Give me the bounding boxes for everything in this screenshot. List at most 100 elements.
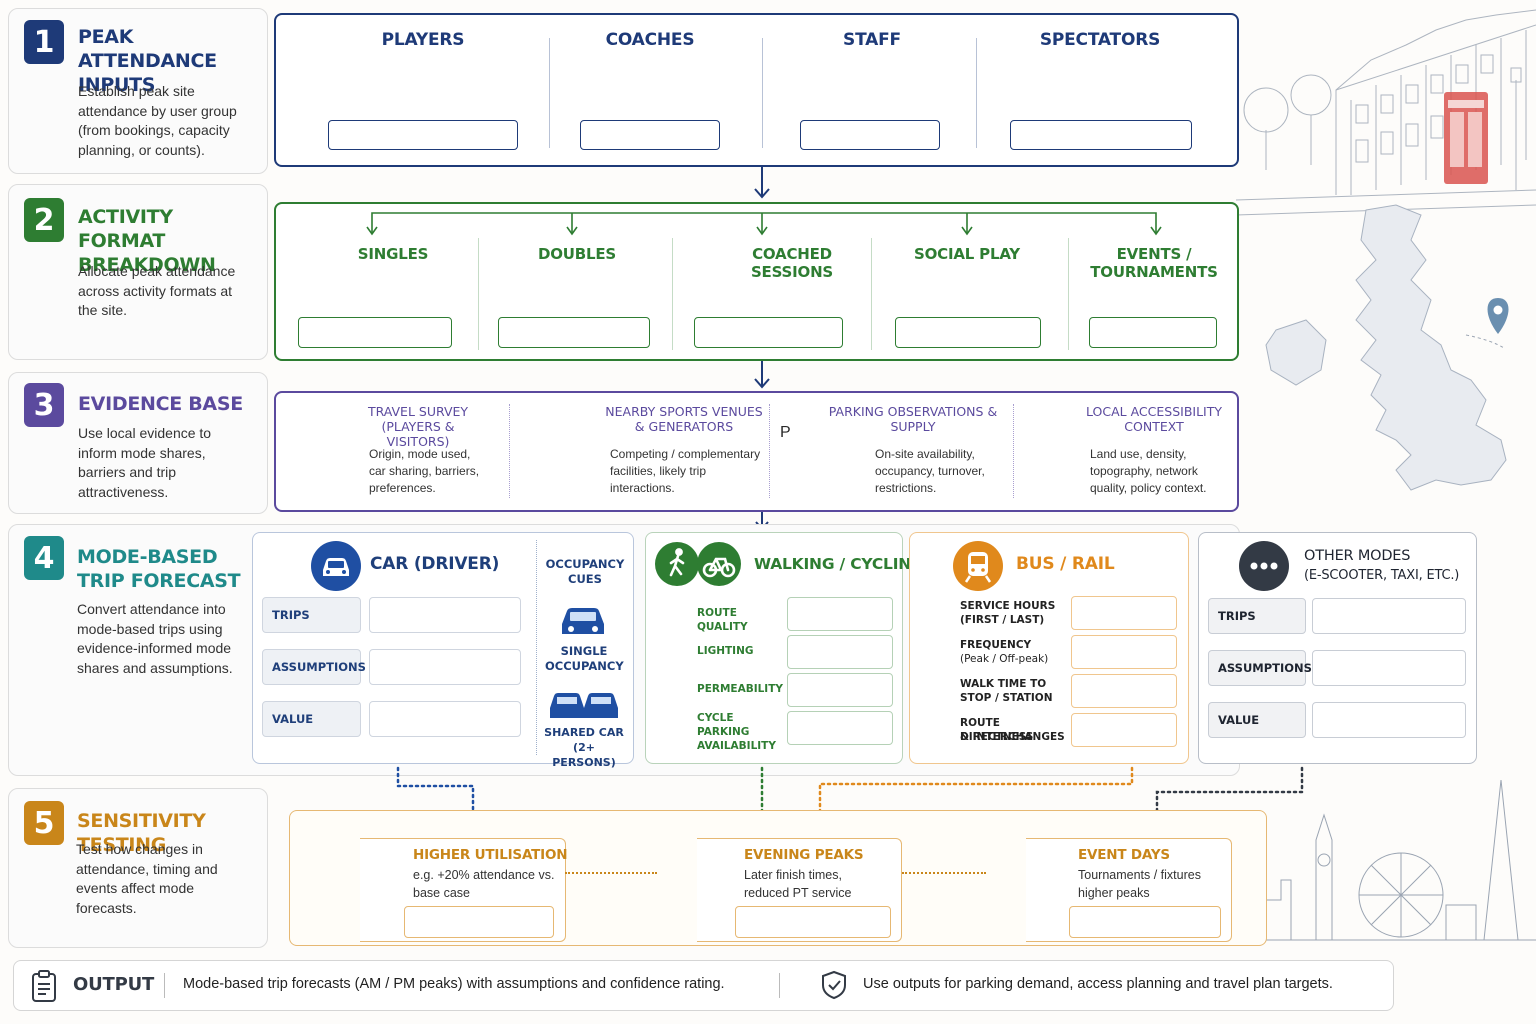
group-label-coaches: COACHES [605, 30, 695, 50]
sensitivity-title-1: EVENING PEAKS [744, 847, 864, 863]
format-label-0: SINGLES [357, 245, 429, 263]
bus-input-2[interactable] [1071, 674, 1177, 708]
flow-arrow [754, 166, 770, 199]
evidence-desc-2: On-site availability, occupancy, turnove… [875, 447, 985, 495]
flow-arrow [754, 361, 770, 389]
other-row-label-0: TRIPS [1208, 598, 1306, 634]
section2-title: ACTIVITY FORMAT BREAKDOWN [78, 206, 216, 276]
bus-input-1[interactable] [1071, 635, 1177, 669]
format-input-3[interactable] [895, 317, 1041, 348]
section4-number: 4 [24, 536, 64, 580]
evidence-title-1: NEARBY SPORTS VENUES & GENERATORS [605, 404, 763, 434]
format-label-3: SOCIAL PLAY [914, 245, 1020, 263]
car-input-0[interactable] [369, 597, 521, 633]
single-occupancy-label: SINGLE OCCUPANCY [545, 644, 624, 673]
group-label-staff: STAFF [843, 30, 901, 50]
group-label-players: PLAYERS [381, 30, 465, 50]
sensitivity-title-2: EVENT DAYS [1078, 847, 1170, 863]
sensitivity-desc-1: Later finish times, reduced PT service [744, 868, 852, 900]
format-input-2[interactable] [694, 317, 843, 348]
section3-desc: Use local evidence to inform mode shares… [78, 425, 212, 500]
output-bar [13, 960, 1394, 1011]
car-input-1[interactable] [369, 649, 521, 685]
evidence-title-3: LOCAL ACCESSIBILITY CONTEXT [1086, 404, 1222, 434]
attendance-input-staff[interactable] [800, 120, 940, 150]
walk-row-label-0: ROUTE QUALITY [697, 607, 748, 633]
section3-number: 3 [24, 383, 64, 427]
output-use-text: Use outputs for parking demand, access p… [863, 976, 1333, 992]
format-input-0[interactable] [298, 317, 452, 348]
section1-desc: Establish peak site attendance by user g… [78, 83, 237, 158]
walk-row-label-3: CYCLE PARKING AVAILABILITY [697, 712, 776, 752]
format-label-1: DOUBLES [537, 245, 617, 263]
output-label: OUTPUT [73, 974, 155, 995]
walk-input-2[interactable] [787, 673, 893, 707]
section3-title: EVIDENCE BASE [78, 393, 243, 415]
walk-cycle-icon [655, 542, 741, 586]
other-modes-sub: (E-SCOOTER, TAXI, ETC.) [1304, 568, 1460, 583]
section5-title: SENSITIVITY TESTING [77, 810, 206, 856]
train-icon [953, 541, 1003, 591]
section1-title: PEAK ATTENDANCE INPUTS [78, 26, 217, 96]
car-row-label-2: VALUE [262, 701, 361, 737]
car-row-label-0: TRIPS [262, 597, 361, 633]
bus-row-title-2: WALK TIME TO [960, 678, 1047, 690]
walk-input-0[interactable] [787, 597, 893, 631]
format-input-4[interactable] [1089, 317, 1217, 348]
other-row-label-2: VALUE [1208, 702, 1306, 738]
walk-input-1[interactable] [787, 635, 893, 669]
shield-check-icon [822, 970, 846, 1000]
decorative-illustration [1236, 9, 1536, 941]
section4-title: MODE-BASED TRIP FORECAST [77, 546, 241, 592]
attendance-input-spectators[interactable] [1010, 120, 1192, 150]
bus-row-sub-0: (FIRST / LAST) [960, 614, 1045, 626]
bus-row-title-3: ROUTE DIRECTNESS [960, 717, 1034, 743]
bus-row-sub-2: STOP / STATION [960, 692, 1053, 704]
bus-row-title-1: FREQUENCY [960, 639, 1032, 651]
evidence-title-0: TRAVEL SURVEY (PLAYERS & VISITORS) [367, 404, 469, 449]
format-label-2: COACHED SESSIONS [750, 245, 834, 281]
evidence-desc-3: Land use, density, topography, network q… [1090, 447, 1207, 495]
walk-input-3[interactable] [787, 711, 893, 745]
bus-row-title-0: SERVICE HOURS [960, 600, 1056, 612]
bus-row-sub-1: (Peak / Off-peak) [960, 653, 1049, 665]
walk-row-label-1: LIGHTING [697, 645, 754, 657]
map-pin-icon [1487, 298, 1509, 334]
bus-rail-title: BUS / RAIL [1016, 554, 1115, 574]
sensitivity-desc-0: e.g. +20% attendance vs. base case [413, 868, 555, 900]
svg-text:P: P [780, 424, 791, 441]
evidence-desc-1: Competing / complementary facilities, li… [610, 447, 761, 495]
car-title: CAR (DRIVER) [370, 554, 500, 574]
more-dots-icon [1239, 541, 1289, 591]
car-input-2[interactable] [369, 701, 521, 737]
sensitivity-input-1[interactable] [735, 906, 891, 938]
parking-icon: P [780, 424, 791, 442]
format-distribution-arrows [366, 212, 1162, 236]
attendance-input-coaches[interactable] [580, 120, 720, 150]
section1-number: 1 [24, 20, 64, 64]
sensitivity-desc-2: Tournaments / fixtures higher peaks [1078, 868, 1201, 900]
bus-input-3[interactable] [1071, 713, 1177, 747]
other-input-0[interactable] [1312, 598, 1466, 634]
bus-input-0[interactable] [1071, 596, 1177, 630]
section4-desc: Convert attendance into mode-based trips… [77, 601, 233, 676]
clipboard-icon [32, 970, 56, 1002]
sensitivity-input-2[interactable] [1069, 906, 1221, 938]
shared-car-label: SHARED CAR (2+ PERSONS) [544, 726, 624, 769]
other-row-label-1: ASSUMPTIONS [1208, 650, 1312, 686]
single-car-icon [562, 608, 604, 634]
car-icon [311, 541, 361, 591]
format-input-1[interactable] [498, 317, 650, 348]
attendance-input-players[interactable] [328, 120, 518, 150]
car-row-label-1: ASSUMPTIONS [262, 649, 366, 685]
section2-number: 2 [24, 198, 64, 242]
other-input-1[interactable] [1312, 650, 1466, 686]
sensitivity-input-0[interactable] [404, 906, 554, 938]
shared-cars-icon [550, 693, 618, 718]
occupancy-title: OCCUPANCY CUES [545, 557, 625, 586]
walk-cycle-title: WALKING / CYCLING [754, 555, 924, 573]
other-input-2[interactable] [1312, 702, 1466, 738]
other-modes-title: OTHER MODES [1304, 548, 1411, 564]
evidence-desc-0: Origin, mode used, car sharing, barriers… [369, 447, 480, 495]
sensitivity-title-0: HIGHER UTILISATION [413, 847, 568, 863]
